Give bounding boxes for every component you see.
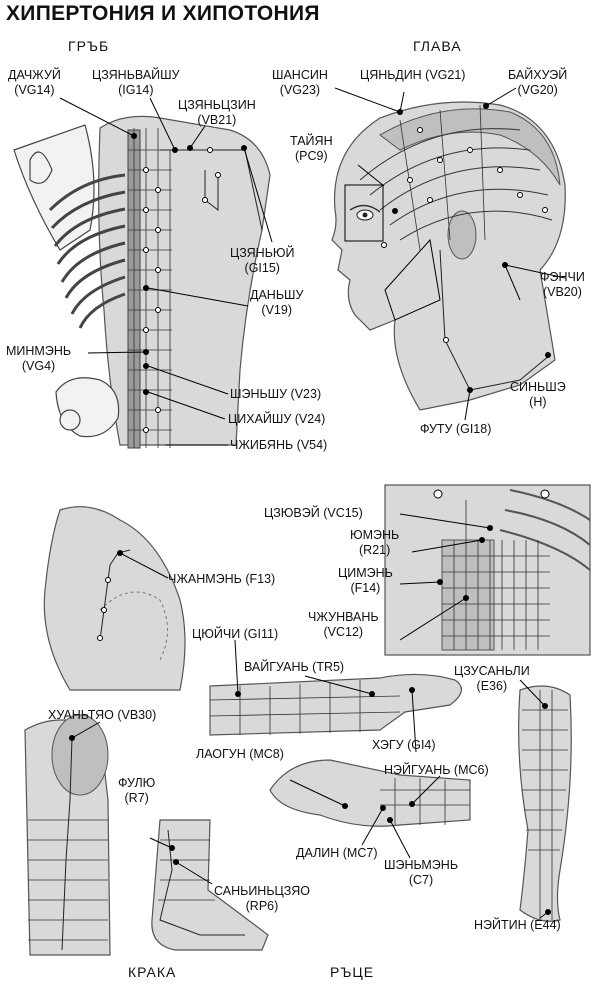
label-shenshu: ШЭНЬШУ (V23) (230, 387, 322, 401)
label-hegu: ХЭГУ (GI4) (372, 738, 436, 752)
label-sanyinjiao: САНЬИНЬЦЗЯО (RP6) (214, 884, 310, 913)
page-title: ХИПЕРТОНИЯ И ХИПОТОНИЯ (6, 2, 320, 25)
label-quchi: ЦЮЙЧИ (GI11) (192, 627, 279, 641)
head-meridian-grid (359, 104, 553, 251)
palm-figure (269, 759, 471, 859)
label-fengchi: ФЭНЧИ (VB20) (540, 270, 585, 299)
label-zhihaishu: ЦИХАЙШУ (V24) (228, 412, 326, 426)
label-zhongwan: ЧЖУНВАНЬ (VC12) (308, 610, 379, 639)
abdomen-meridian-grid (442, 500, 550, 650)
label-jianyu: ЦЗЯНЬЮЙ (GI15) (230, 246, 295, 275)
side-torso-figure (43, 506, 186, 691)
label-danshu: ДАНЬШУ (V19) (250, 288, 304, 317)
label-futu: ФУТУ (GI18) (420, 422, 492, 436)
label-taiyang: ТАЙЯН (PC9) (290, 134, 333, 163)
label-xinshe: СИНЬШЭ (H) (510, 380, 566, 409)
label-neiting: НЭЙТИН (E44) (474, 918, 561, 932)
label-jianjing: ЦЗЯНЬЦЗИН (VB21) (178, 98, 256, 127)
rib-cage (48, 173, 126, 329)
abdomen-figure (384, 484, 591, 656)
lower-leg-figure (518, 679, 572, 922)
section-hands: РЪЦЕ (330, 964, 375, 980)
thigh-figure (24, 714, 111, 956)
label-huantiao: ХУАНЬТЯО (VB30) (48, 708, 157, 722)
label-mingmen: МИНМЭНЬ (VG4) (6, 344, 72, 373)
label-waiguan: ВАЙГУАНЬ (TR5) (244, 660, 345, 674)
section-legs: КРАКА (128, 964, 177, 980)
label-neiguan: НЭЙГУАНЬ (MC6) (384, 763, 489, 777)
label-laogong: ЛАОГУН (MC8) (196, 747, 284, 761)
label-zhangmen: ЧЖАНМЭНЬ (F13) (168, 572, 276, 586)
foot-figure (149, 819, 269, 951)
back-figure (13, 97, 273, 449)
label-shenmen: ШЭНЬМЭНЬ (C7) (384, 858, 459, 887)
label-fuliu: ФУЛЮ (R7) (118, 776, 156, 805)
label-shangxing: ШАНСИН (VG23) (272, 68, 328, 97)
label-qimen: ЦИМЭНЬ (F14) (338, 566, 393, 595)
head-figure (331, 87, 566, 421)
section-head: ГЛАВА (413, 38, 462, 54)
label-dazhui: ДАЧЖУЙ (VG14) (8, 68, 61, 97)
label-jianwaishu: ЦЗЯНЬВАЙШУ (IG14) (92, 68, 180, 97)
label-baihui: БАЙХУЭЙ (VG20) (508, 68, 568, 97)
label-jiuwei: ЦЗЮВЭЙ (VC15) (264, 506, 363, 520)
label-zhibian: ЧЖИБЯНЬ (V54) (230, 438, 328, 452)
label-zusanli: ЦЗУСАНЬЛИ (E36) (454, 664, 530, 693)
forearm-figure (209, 639, 462, 753)
label-daling: ДАЛИН (MC7) (296, 846, 378, 860)
label-qianding: ЦЯНЬДИН (VG21) (360, 68, 466, 82)
section-back: ГРЪБ (68, 38, 110, 54)
label-youmen: ЮМЭНЬ (R21) (350, 528, 400, 557)
